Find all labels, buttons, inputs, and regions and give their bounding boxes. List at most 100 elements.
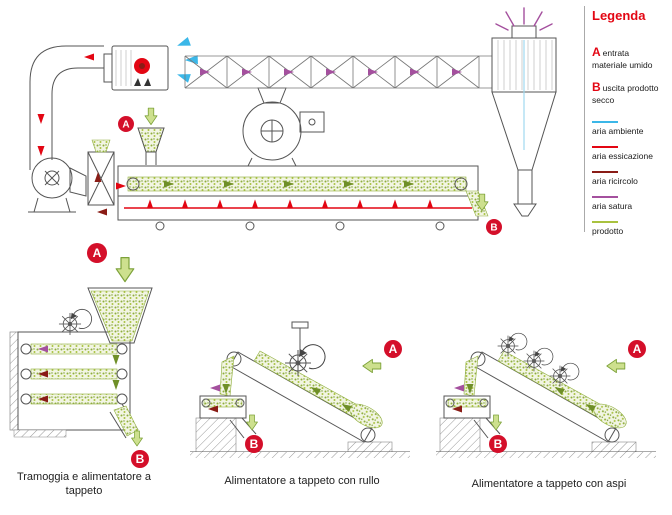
lower-conveyor (443, 395, 491, 419)
wheel (155, 221, 165, 231)
legend-line-label: aria ricircolo (592, 176, 638, 187)
svg-text:A: A (93, 246, 102, 260)
legend-label-b: uscita prodotto secco (592, 82, 659, 105)
svg-text:A: A (389, 342, 398, 356)
legend-line-aria-essicazione: aria essicazione (592, 146, 668, 161)
rotation-arrow-icon (560, 362, 580, 381)
flame-mark-icon (144, 78, 151, 86)
saturated-air-arrow (200, 68, 210, 76)
caption-hopper-feeder: Tramoggia e alimentatore a tappeto (16, 471, 152, 498)
product-in-arrow (606, 358, 626, 374)
detail-hopper-feeder: A B (9, 243, 153, 468)
burner (103, 45, 169, 91)
badge-a-detail3: A (628, 340, 646, 358)
leveling-roller-icon (284, 349, 312, 377)
wall-section (9, 331, 19, 431)
aspo-wheel-icon (497, 335, 519, 357)
legend-key-a: A (592, 45, 601, 59)
support-block (591, 441, 637, 453)
svg-text:A: A (122, 120, 129, 131)
ground (13, 429, 67, 438)
legend-line-label: aria ambiente (592, 126, 644, 137)
product-layer (127, 176, 467, 192)
product-in-arrow (144, 107, 158, 126)
badge-a-main: A (118, 116, 134, 132)
hopper (87, 287, 153, 344)
product-out-arrow (246, 414, 258, 431)
badge-b-detail2: B (245, 435, 263, 453)
legend-line-label: prodotto (592, 226, 624, 237)
badge-a-detail2: A (384, 340, 402, 358)
main-feed-hopper (137, 107, 165, 165)
hot-air-arrow (116, 182, 126, 190)
svg-text:B: B (136, 452, 145, 466)
legend-swatch-aria-essicazione (592, 146, 618, 149)
svg-text:B: B (490, 223, 497, 234)
aspo-wheel-icon (549, 365, 571, 387)
legend-key-b: B (592, 79, 601, 94)
leveling-wheel-icon (58, 312, 82, 336)
legend-flow-lines: aria ambiente aria essicazione aria rici… (592, 121, 668, 236)
support-block (347, 441, 393, 453)
exhaust-stack (511, 25, 537, 39)
rotation-arrow-icon (534, 347, 554, 366)
ambient-air-arrows (175, 37, 198, 83)
badge-b-main: B (486, 219, 502, 235)
hot-air-arrow (84, 53, 94, 61)
product-in-arrow (115, 257, 135, 283)
legend-swatch-aria-satura (592, 196, 618, 199)
legend-line-label: aria satura (592, 201, 633, 212)
badge-b-detail3: B (489, 435, 507, 453)
legend-line-aria-ricircolo: aria ricircolo (592, 171, 668, 186)
fan-motor (299, 111, 325, 133)
aspo-wheel-icon (523, 350, 545, 372)
detail-belt-aspi: B A (436, 332, 656, 458)
saturated-air-arrow (210, 384, 220, 392)
hot-air-arrow (37, 114, 45, 124)
cyclone (491, 7, 557, 217)
support-block (195, 417, 237, 453)
svg-text:B: B (494, 437, 503, 451)
svg-text:A: A (633, 342, 642, 356)
caption-belt-aspi: Alimentatore a tappeto con aspi (471, 478, 627, 490)
hot-air-arrow (37, 146, 45, 156)
legend-line-aria-ambiente: aria ambiente (592, 121, 668, 136)
saturated-air-duct (184, 55, 492, 89)
saturated-air-arrow (454, 384, 464, 392)
belt-levels (20, 343, 128, 405)
caption-belt-roller: Alimentatore a tappeto con rullo (224, 475, 380, 487)
feed-plenum-frame (87, 139, 115, 216)
hopper-product (90, 290, 150, 342)
recirculation-elbow-duct (29, 45, 104, 170)
overview-diagram: A (28, 7, 557, 235)
lower-conveyor (199, 395, 247, 419)
product-out-arrow (131, 430, 143, 447)
product-flow-arrow (112, 355, 120, 365)
legend-line-label: aria essicazione (592, 151, 653, 162)
exhaust-sparkle-icon (495, 7, 553, 31)
support-block (439, 417, 481, 453)
detail-belt-roller: B A (190, 321, 410, 458)
outlet-chute (109, 403, 139, 439)
drying-belt (116, 165, 489, 231)
badge-b-detail1: B (131, 450, 149, 468)
badge-a-detail1: A (87, 243, 107, 263)
rotation-arrow-icon (508, 332, 528, 351)
product-out-arrow (490, 414, 502, 431)
legend-line-aria-satura: aria satura (592, 196, 668, 211)
product-in-arrow (362, 358, 382, 374)
flame-mark-icon (134, 78, 141, 86)
main-fan (242, 87, 325, 167)
ground (190, 452, 410, 458)
legend-swatch-aria-ambiente (592, 121, 618, 124)
svg-text:B: B (250, 437, 259, 451)
legend-divider (584, 6, 585, 232)
legend-title: Legenda (592, 8, 646, 23)
legend-label-a: entrata materiale umido (592, 48, 653, 70)
recirculation-arrow (97, 208, 107, 216)
legend-line-prodotto: prodotto (592, 221, 668, 236)
